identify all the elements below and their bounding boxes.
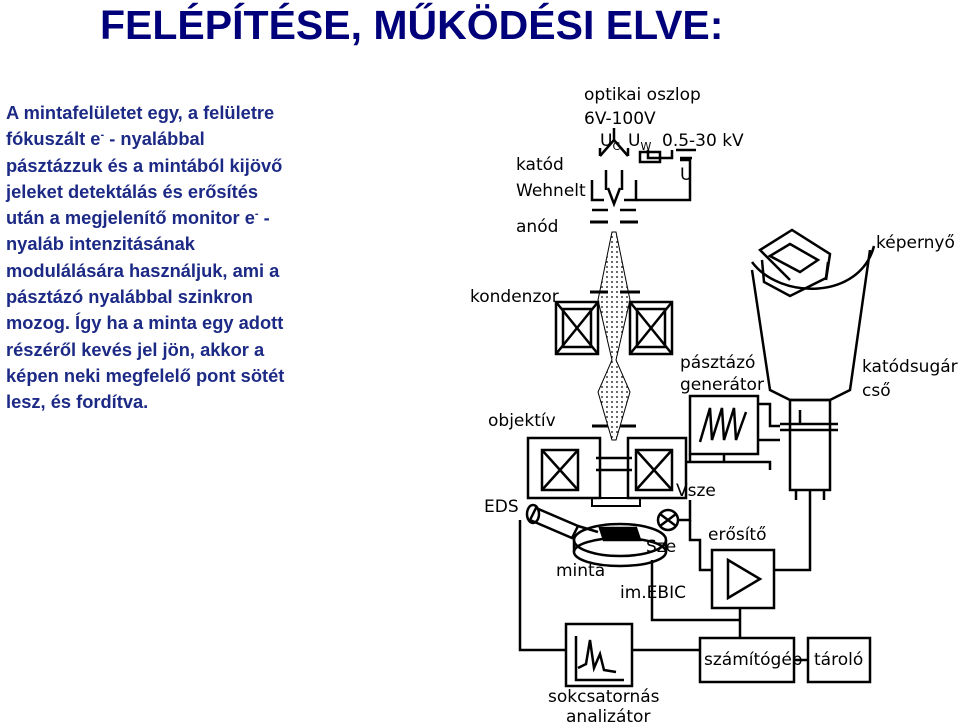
paragraph-line: fókuszált e- - nyalábbal <box>6 128 205 150</box>
paragraph-line: után a megjelenítő monitor e- - <box>6 207 270 229</box>
paragraph-line: részéről kevés jel jön, akkor a <box>6 338 265 360</box>
multichannel-analyzer <box>564 622 634 688</box>
diagram-labels: optikai oszlop 6V-100V UC UW 0.5-30 kV U… <box>470 85 960 727</box>
paragraph-line: jeleket detektálás és erősítés <box>6 180 259 202</box>
objective-lens <box>526 424 688 500</box>
label-eds: EDS <box>484 497 519 517</box>
condenser-lens <box>554 290 674 356</box>
description-paragraph: A mintafelületet egy, a felületre fókuszá… <box>6 100 351 416</box>
label-optikai-oszlop: optikai oszlop <box>584 85 701 105</box>
label-wehnelt: Wehnelt <box>516 181 586 201</box>
label-vsze: Vsze <box>676 481 716 501</box>
eds-detector <box>525 503 599 540</box>
paragraph-line: A mintafelületet egy, a felületre <box>6 102 275 123</box>
label-kondenzor: kondenzor <box>470 287 559 307</box>
label-voltage-range: 6V-100V <box>584 109 656 129</box>
paragraph-line: pásztázzuk és a mintából kijövő <box>6 154 283 176</box>
paragraph-line: mozog. Így ha a minta egy adott <box>6 312 284 334</box>
label-sokcsatornas: sokcsatornás <box>548 687 660 707</box>
label-u: U <box>680 165 692 185</box>
label-cso: cső <box>862 381 891 401</box>
se-detector <box>656 500 692 532</box>
paragraph-line: lesz, és fordítva. <box>6 391 149 413</box>
label-uw: UW <box>628 131 651 153</box>
paragraph-line: nyaláb intenzitásának <box>6 233 195 255</box>
paragraph-line: pásztázó nyalábbal szinkron <box>6 286 253 308</box>
amplifier-block <box>710 548 776 610</box>
crt-monitor <box>750 228 876 500</box>
label-tarolo: tároló <box>814 650 863 670</box>
label-katod: katód <box>516 155 564 175</box>
electron-beam <box>597 231 631 441</box>
page-title: FELÉPÍTÉSE, MŰKÖDÉSI ELVE: <box>100 2 724 48</box>
label-minta: minta <box>556 561 605 581</box>
label-generator: generátor <box>680 375 764 395</box>
label-kv: 0.5-30 kV <box>662 131 744 151</box>
paragraph-line: képen neki megfelelő pont sötét <box>6 364 285 386</box>
paragraph-line: modulálására használjuk, ami a <box>6 259 280 281</box>
sem-schematic-diagram: optikai oszlop 6V-100V UC UW 0.5-30 kV U… <box>470 85 960 727</box>
label-im-ebic: im.EBIC <box>620 583 686 603</box>
label-uc: UC <box>600 131 620 153</box>
connection-wires <box>518 402 812 662</box>
label-szamitogep: számítógép <box>704 650 803 670</box>
label-objektiv: objektív <box>488 411 556 431</box>
label-anod: anód <box>516 217 558 237</box>
label-sze: Sze <box>646 537 676 557</box>
label-pasztazo: pásztázó <box>680 353 755 373</box>
label-katodsugar: katódsugár - <box>862 357 960 377</box>
voltage-circuit <box>598 128 696 202</box>
label-analizator: analizátor <box>566 707 650 727</box>
label-erosito: erősítő <box>708 525 767 545</box>
sample-stage <box>572 522 668 568</box>
scan-generator <box>688 394 760 456</box>
label-kepernyo: képernyő <box>876 233 955 253</box>
